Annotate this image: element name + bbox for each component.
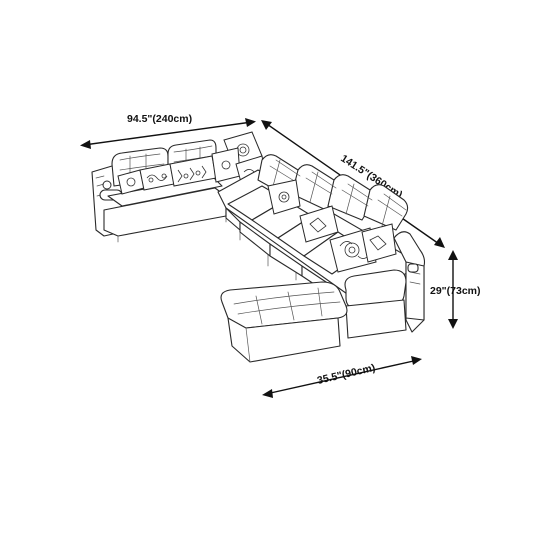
right-back-cushions [257, 154, 409, 231]
width-arrow [80, 118, 256, 149]
right-pillows [267, 179, 397, 273]
height-label: 29"(73cm) [430, 285, 481, 297]
dimension-arrows [80, 118, 458, 398]
width-label: 94.5"(240cm) [127, 113, 192, 125]
chaise [220, 281, 348, 363]
depth-arrow [262, 356, 422, 398]
depth-label: 35.5"(90cm) [316, 362, 376, 387]
corner-pillows [211, 131, 267, 187]
height-arrow [448, 250, 458, 329]
left-pillows [117, 155, 217, 195]
sofa-illustration [91, 131, 426, 363]
right-arm [344, 231, 426, 339]
